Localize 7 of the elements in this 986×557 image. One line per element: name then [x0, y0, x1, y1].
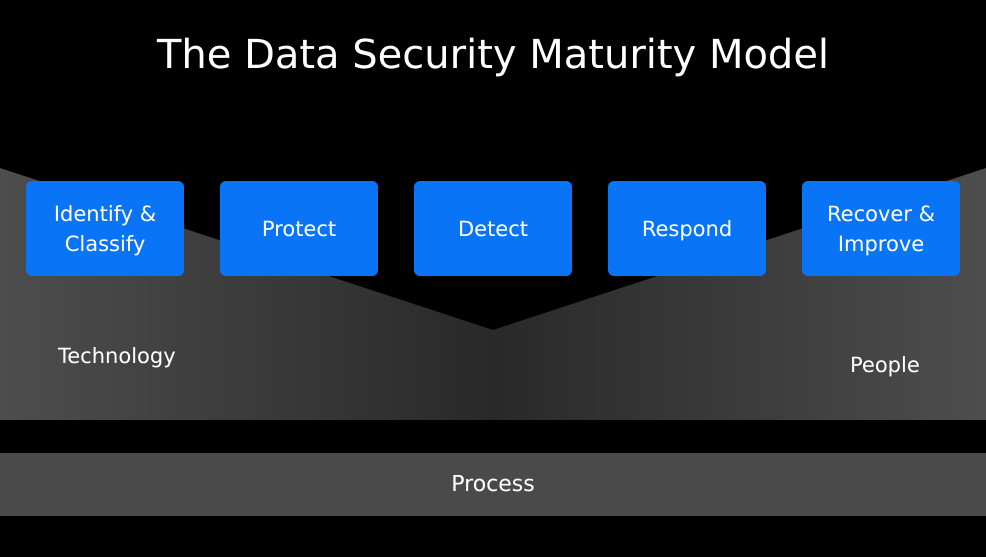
process-band: Process — [0, 453, 986, 516]
process-box: Detect — [414, 181, 572, 276]
region-label: People — [850, 353, 920, 377]
diagram-title: The Data Security Maturity Model — [156, 32, 830, 78]
process-box: Respond — [608, 181, 766, 276]
region-label: Technology — [58, 344, 176, 368]
process-box: Protect — [220, 181, 378, 276]
